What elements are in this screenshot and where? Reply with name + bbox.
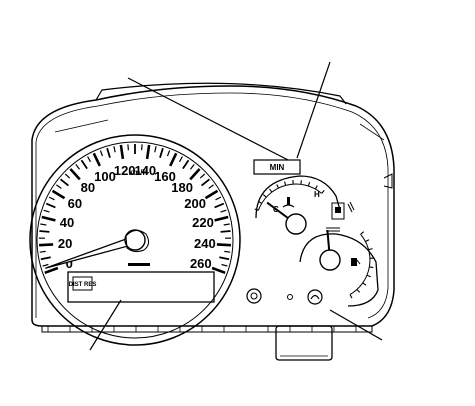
sensor-dot xyxy=(288,295,293,300)
speedometer-minor-tick xyxy=(46,204,55,208)
speedometer-minor-tick xyxy=(200,174,204,178)
temperature-gauge-tick xyxy=(263,195,266,198)
speedometer-major-tick xyxy=(94,153,100,166)
fuel-gauge-tick xyxy=(366,240,370,242)
speedometer-major-tick xyxy=(45,268,58,273)
speedometer-major-tick xyxy=(217,244,231,245)
speedometer-minor-tick xyxy=(88,157,91,162)
speedometer-major-tick xyxy=(70,169,79,179)
speedometer-tick-label: 40 xyxy=(60,215,74,230)
speedometer-tick-label: 220 xyxy=(192,215,214,230)
speedometer-minor-tick xyxy=(41,257,51,259)
speedometer-minor-tick xyxy=(142,144,143,150)
warning-indicator-lamp xyxy=(308,290,322,304)
speedometer-unit-label: km/h xyxy=(129,168,148,177)
trip-reset-knob xyxy=(247,289,261,303)
speedometer-minor-tick xyxy=(191,164,195,169)
speedometer-minor-tick xyxy=(155,146,156,152)
speedometer-tick-label: 260 xyxy=(190,256,212,271)
fuel-gauge-hub xyxy=(320,250,340,270)
speedometer-major-tick xyxy=(170,153,176,166)
speedometer-major-tick xyxy=(39,244,53,245)
fuel-gauge-tick xyxy=(369,249,373,250)
speedometer-minor-tick xyxy=(49,197,54,200)
speedometer-major-tick xyxy=(190,169,199,179)
fuel-gauge-tick xyxy=(350,295,352,299)
speedometer-minor-tick xyxy=(221,210,227,212)
temperature-gauge-tick xyxy=(270,189,272,192)
speedometer-minor-tick xyxy=(224,224,230,225)
speedometer-minor-tick xyxy=(216,197,221,200)
speedometer-major-tick xyxy=(121,145,123,159)
fuel-gauge-tick xyxy=(367,275,371,277)
speedometer-minor-tick xyxy=(183,160,189,168)
speedometer-minor-tick xyxy=(224,251,230,252)
speedometer-tick-label: 100 xyxy=(94,169,116,184)
speedometer-minor-tick xyxy=(39,231,49,232)
odometer-digit-bar xyxy=(128,263,150,266)
speedometer-major-tick xyxy=(53,191,65,198)
speedometer-minor-tick xyxy=(202,179,210,185)
fuel-gauge-tick xyxy=(357,290,360,293)
speedometer-minor-tick xyxy=(40,251,46,252)
speedometer-tick-label: 20 xyxy=(58,236,72,251)
speedometer-minor-tick xyxy=(61,179,69,185)
speedometer-minor-tick xyxy=(76,164,80,169)
temperature-label-hot: H xyxy=(314,190,320,199)
bottom-trim-strip xyxy=(42,326,372,332)
bottom-connector-tab xyxy=(276,326,332,360)
speedometer-minor-tick xyxy=(215,204,224,208)
callout-line-bottom-left xyxy=(90,300,121,350)
odometer-reset-lamp-label: DIST RES xyxy=(69,282,97,288)
speedometer-hub xyxy=(125,230,145,250)
speedometer-minor-tick xyxy=(168,151,170,157)
speedometer-minor-tick xyxy=(180,157,183,162)
fuel-gauge-housing xyxy=(300,234,378,306)
speedometer-major-tick xyxy=(215,217,229,220)
speedometer-tick-label: 80 xyxy=(81,180,95,195)
fuel-pump-icon xyxy=(351,258,360,266)
temperature-gauge-tick xyxy=(322,190,325,193)
coolant-temperature-icon xyxy=(283,197,294,207)
temperature-gauge-housing xyxy=(256,176,340,218)
door-ajar-icon xyxy=(348,202,354,212)
warning-lamp-panel-label: MIN xyxy=(270,163,285,172)
temperature-gauge-tick xyxy=(255,209,259,210)
speedometer-minor-tick xyxy=(82,160,88,168)
speedometer-major-tick xyxy=(206,191,218,198)
speedometer-major-tick xyxy=(42,217,56,220)
speedometer-major-tick xyxy=(147,145,149,159)
speedometer-minor-tick xyxy=(107,148,110,158)
temperature-gauge-tick xyxy=(301,180,302,184)
speedometer-minor-tick xyxy=(56,185,61,189)
fuel-gauge-tick xyxy=(361,232,364,235)
speedometer-minor-tick xyxy=(222,265,228,267)
temperature-gauge-tick xyxy=(285,182,286,186)
seatbelt-reminder-icon xyxy=(332,203,344,219)
temperature-gauge-hub xyxy=(286,214,306,234)
speedometer-tick-label: 240 xyxy=(194,236,216,251)
speedometer-tick-label: 180 xyxy=(171,180,193,195)
temperature-gauge-tick xyxy=(277,185,279,189)
temperature-gauge-tick xyxy=(315,186,317,190)
speedometer-minor-tick xyxy=(160,148,163,158)
fuel-gauge-tick xyxy=(363,283,366,285)
speedometer-minor-tick xyxy=(209,185,214,189)
speedometer-tick-label: 60 xyxy=(68,196,82,211)
speedometer-minor-tick xyxy=(221,231,231,232)
speedometer-minor-tick xyxy=(40,224,46,225)
visor-crease xyxy=(55,120,108,132)
speedometer-minor-tick xyxy=(114,146,115,152)
speedometer-minor-tick xyxy=(100,151,102,157)
callout-line-top-right xyxy=(297,62,330,158)
fuel-gauge-tick xyxy=(369,267,373,268)
speedometer-minor-tick xyxy=(43,265,49,267)
speedometer-minor-tick xyxy=(44,210,50,212)
speedometer-minor-tick xyxy=(219,257,229,259)
speedometer-minor-tick xyxy=(65,174,69,178)
temperature-gauge-tick xyxy=(308,182,309,186)
speedometer-tick-label: 200 xyxy=(184,196,206,211)
